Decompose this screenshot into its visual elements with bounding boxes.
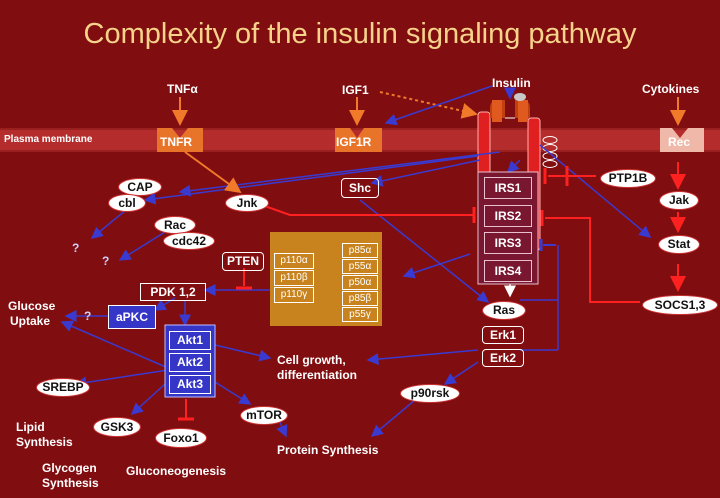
pi3k-complex-box [270, 232, 382, 326]
cytokine-receptor [660, 128, 704, 152]
igf1r-receptor [335, 128, 382, 152]
insulin-label: Insulin [492, 76, 531, 90]
irs3-node: IRS3 [484, 232, 532, 254]
plasma-membrane-label: Plasma membrane [4, 134, 93, 145]
irs2-node: IRS2 [484, 205, 532, 227]
jnk-node: Jnk [225, 194, 269, 212]
cell-growth-label-1: Cell growth, [277, 353, 346, 367]
p110b-subunit: p110β [274, 270, 314, 286]
lipid-synthesis-label-2: Synthesis [16, 435, 73, 449]
socs13-node: SOCS1,3 [642, 295, 718, 315]
cytokines-label: Cytokines [642, 82, 700, 96]
p55a-subunit: p55α [342, 259, 378, 274]
question-mark-2: ? [102, 254, 110, 268]
lipid-synthesis-label-1: Lipid [16, 420, 45, 434]
p110g-subunit: p110γ [274, 287, 314, 303]
p50a-subunit: p50α [342, 275, 378, 290]
tnfr-receptor [157, 128, 203, 152]
p110a-subunit: p110α [274, 253, 314, 269]
pdk12-node: PDK 1,2 [140, 283, 206, 301]
glycogen-synthesis-label-1: Glycogen [42, 461, 97, 475]
p85b-subunit: p85β [342, 291, 378, 306]
cbl-node: cbl [108, 194, 146, 212]
tnfa-label: TNFα [167, 82, 198, 96]
irs4-node: IRS4 [484, 260, 532, 282]
gsk3-node: GSK3 [93, 417, 141, 437]
erk2-node: Erk2 [482, 349, 524, 367]
ras-node: Ras [482, 301, 526, 320]
akt1-node: Akt1 [169, 331, 211, 350]
p55g-subunit: p55γ [342, 307, 378, 322]
apkc-node: aPKC [108, 305, 156, 329]
cap-node: CAP [118, 178, 162, 196]
glycogen-synthesis-label-2: Synthesis [42, 476, 99, 490]
question-mark-1: ? [72, 241, 80, 255]
glucose-uptake-label-1: Glucose [8, 299, 56, 313]
jak-node: Jak [659, 191, 699, 210]
akt2-node: Akt2 [169, 353, 211, 372]
p85a-subunit: p85α [342, 243, 378, 258]
mtor-node: mTOR [240, 406, 288, 425]
srebp-node: SREBP [36, 378, 90, 397]
cell-growth-label-2: differentiation [277, 368, 357, 382]
tnfr-label: TNFR [160, 135, 192, 149]
protein-synthesis-label: Protein Synthesis [277, 443, 379, 457]
rec-label: Rec [668, 135, 691, 149]
stat-node: Stat [658, 235, 700, 254]
irs1-node: IRS1 [484, 177, 532, 199]
p90rsk-node: p90rsk [400, 384, 460, 403]
erk1-node: Erk1 [482, 326, 524, 344]
glucose-uptake-label-2: Uptake [10, 314, 51, 328]
ptp1b-node: PTP1B [600, 169, 656, 188]
igf1-label: IGF1 [342, 83, 369, 97]
page-title: Complexity of the insulin signaling path… [83, 18, 637, 50]
cdc42-node: cdc42 [163, 232, 215, 250]
shc-node: Shc [341, 178, 379, 198]
question-mark-3: ? [84, 309, 92, 323]
gluconeogenesis-label: Gluconeogenesis [126, 464, 227, 478]
igf1r-label: IGF1R [336, 135, 372, 149]
akt3-node: Akt3 [169, 375, 211, 394]
foxo1-node: Foxo1 [155, 428, 207, 448]
pten-node: PTEN [222, 252, 264, 271]
